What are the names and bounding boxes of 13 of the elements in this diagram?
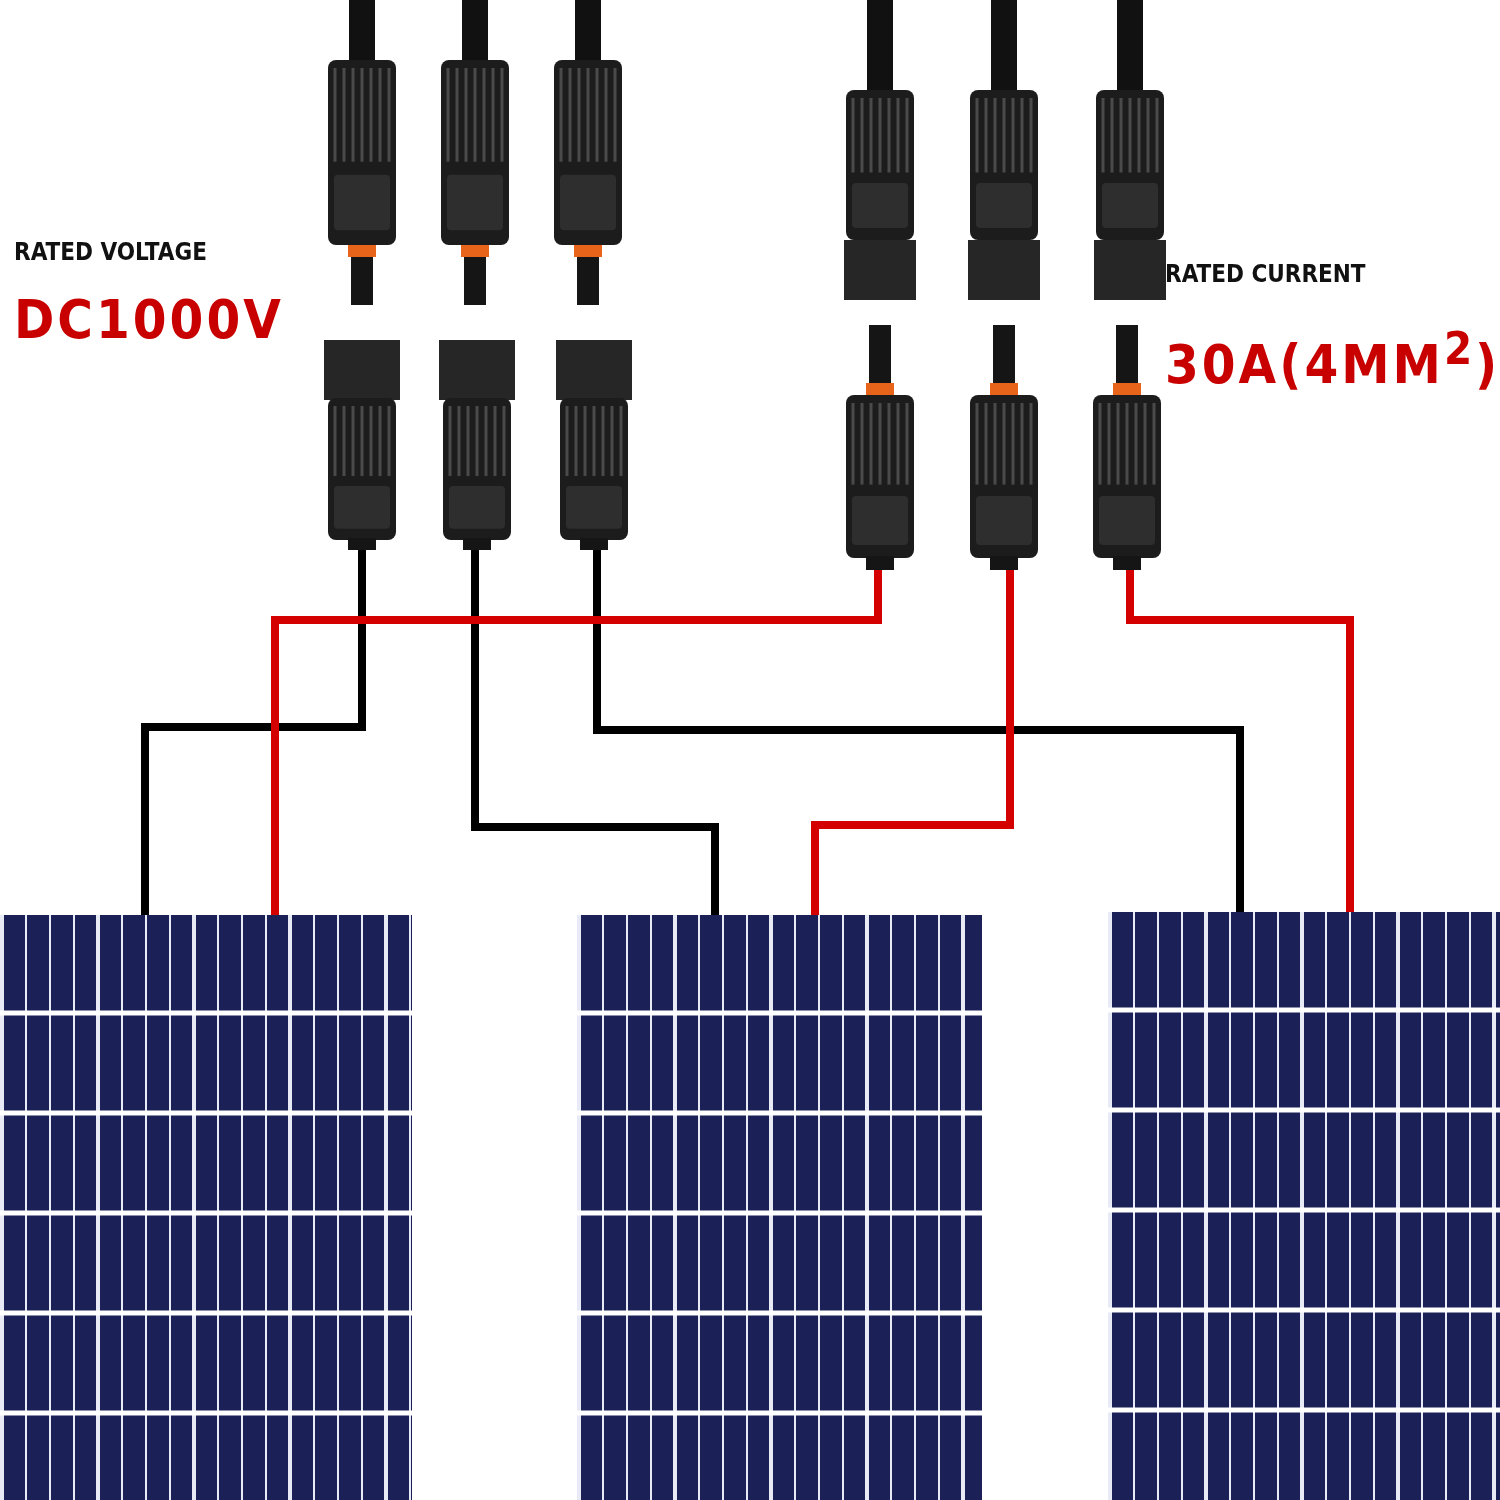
solar-panel-drawing xyxy=(577,915,982,1500)
rating-label: RATED VOLTAGE xyxy=(14,238,207,266)
rating-label: RATED CURRENT xyxy=(1165,260,1366,288)
cable xyxy=(1126,570,1354,912)
rating-value: 30A(4MM$^{2}$) xyxy=(1165,322,1500,396)
rating-value: DC1000V xyxy=(14,288,284,351)
solar-panel-drawing xyxy=(1108,912,1500,1500)
cable xyxy=(471,550,719,915)
cable xyxy=(593,550,1244,912)
cable xyxy=(811,570,1014,915)
solar-panel-drawing xyxy=(0,915,412,1500)
cable xyxy=(271,570,882,915)
cable xyxy=(141,550,366,915)
